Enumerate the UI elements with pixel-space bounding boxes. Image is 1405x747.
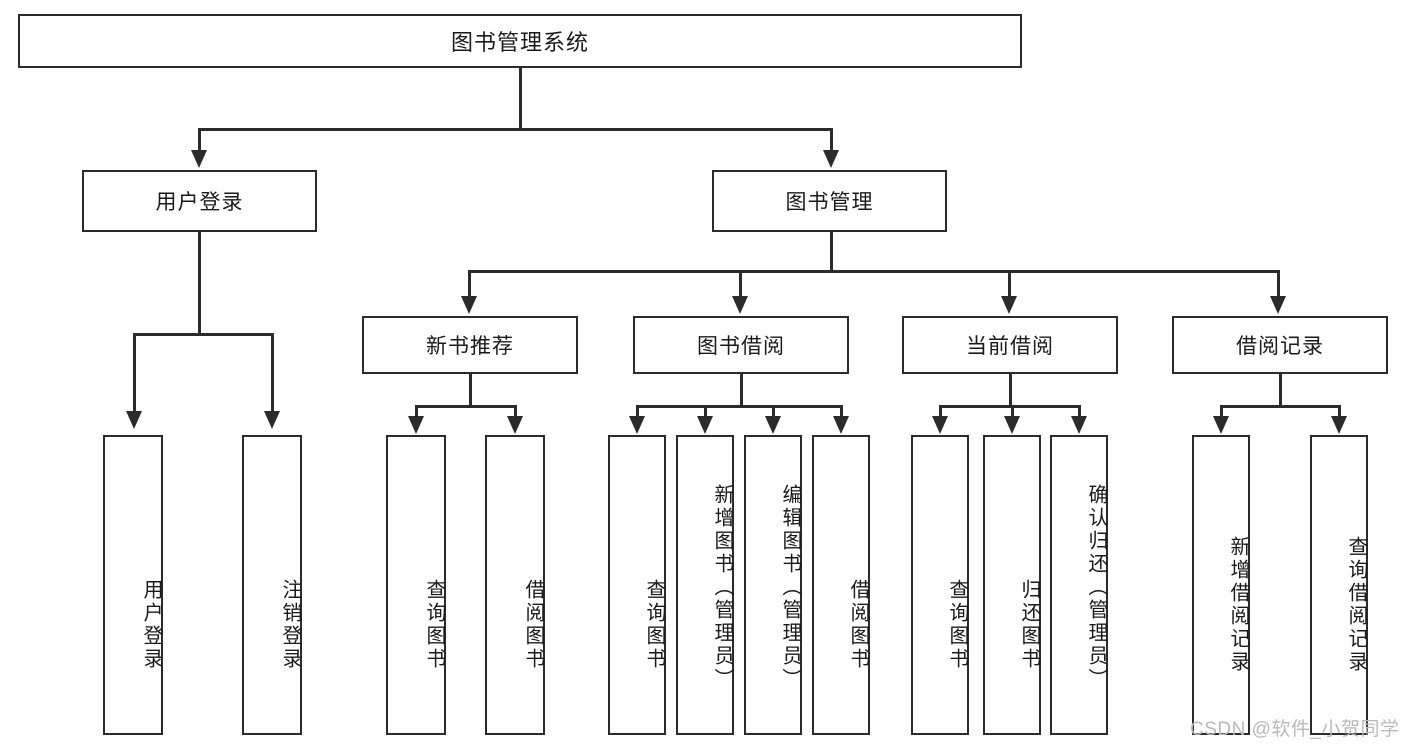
edge-records-bus bbox=[1220, 405, 1340, 408]
node-book-management[interactable]: 图书管理 bbox=[712, 170, 947, 232]
edge-current-to-leaf-2 bbox=[1011, 405, 1014, 418]
edge-root-stem bbox=[519, 68, 522, 130]
leaf-label: 查询图书 bbox=[423, 579, 445, 671]
edge-current-to-leaf-3 bbox=[1078, 405, 1081, 418]
arrow-records-to-leaf-1 bbox=[1213, 416, 1229, 434]
arrow-user-login-to-leaf-2 bbox=[264, 411, 280, 429]
edge-borrow-to-leaf-2 bbox=[704, 405, 707, 418]
arrow-new-book-to-leaf-2 bbox=[507, 416, 523, 434]
edge-root-to-book-mgmt bbox=[830, 128, 833, 152]
leaf-logout-login[interactable]: 注销登录 bbox=[242, 435, 302, 735]
leaf-label: 用户登录 bbox=[140, 579, 162, 671]
edge-book-mgmt-bus bbox=[468, 270, 1279, 273]
edge-root-to-user-login bbox=[198, 128, 201, 152]
edge-current-stem bbox=[1009, 374, 1012, 407]
leaf-search-book-current[interactable]: 查询图书 bbox=[911, 435, 969, 735]
arrow-book-mgmt-to-new-book bbox=[461, 296, 477, 314]
leaf-label: 查询借阅记录 bbox=[1345, 536, 1367, 674]
leaf-search-borrow-record[interactable]: 查询借阅记录 bbox=[1310, 435, 1368, 735]
edge-user-login-to-leaf-1 bbox=[133, 333, 136, 413]
leaf-label: 注销登录 bbox=[279, 579, 301, 671]
arrow-records-to-leaf-2 bbox=[1331, 416, 1347, 434]
csdn-watermark: CSDN @软件_小贺同学 bbox=[1190, 719, 1400, 740]
edge-book-mgmt-to-new-book bbox=[468, 270, 471, 298]
edge-borrow-to-leaf-1 bbox=[636, 405, 639, 418]
edge-records-stem bbox=[1279, 374, 1282, 407]
leaf-label: 确认归还（管理员） bbox=[1085, 483, 1107, 691]
leaf-add-book-admin[interactable]: 新增图书（管理员） bbox=[676, 435, 734, 735]
arrow-root-to-book-mgmt bbox=[823, 150, 839, 168]
edge-borrow-bus bbox=[636, 405, 843, 408]
leaf-borrow-book-new[interactable]: 借阅图书 bbox=[485, 435, 545, 735]
leaf-user-login[interactable]: 用户登录 bbox=[103, 435, 163, 735]
leaf-borrow-book[interactable]: 借阅图书 bbox=[812, 435, 870, 735]
leaf-add-borrow-record[interactable]: 新增借阅记录 bbox=[1192, 435, 1250, 735]
leaf-label: 借阅图书 bbox=[522, 579, 544, 671]
arrow-borrow-to-leaf-2 bbox=[697, 416, 713, 434]
edge-new-book-bus bbox=[415, 405, 517, 408]
arrow-book-mgmt-to-records bbox=[1270, 296, 1286, 314]
leaf-label: 新增图书（管理员） bbox=[711, 483, 733, 691]
arrow-book-mgmt-to-current bbox=[1001, 296, 1017, 314]
arrow-borrow-to-leaf-1 bbox=[629, 416, 645, 434]
arrow-user-login-to-leaf-1 bbox=[126, 411, 142, 429]
edge-new-book-stem bbox=[469, 374, 472, 407]
edge-book-mgmt-to-current bbox=[1008, 270, 1011, 298]
node-user-login[interactable]: 用户登录 bbox=[82, 170, 317, 232]
arrow-root-to-user-login bbox=[191, 150, 207, 168]
leaf-label: 借阅图书 bbox=[847, 579, 869, 671]
leaf-label: 归还图书 bbox=[1018, 579, 1040, 671]
arrow-book-mgmt-to-borrow bbox=[732, 296, 748, 314]
node-borrow-records[interactable]: 借阅记录 bbox=[1172, 316, 1388, 374]
edge-borrow-stem bbox=[740, 374, 743, 407]
arrow-borrow-to-leaf-4 bbox=[833, 416, 849, 434]
edge-borrow-to-leaf-3 bbox=[772, 405, 775, 418]
edge-book-mgmt-to-records bbox=[1277, 270, 1280, 298]
leaf-label: 新增借阅记录 bbox=[1227, 536, 1249, 674]
edge-root-bus bbox=[198, 128, 832, 131]
edge-new-book-to-leaf-2 bbox=[514, 405, 517, 418]
leaf-search-book-borrow[interactable]: 查询图书 bbox=[608, 435, 666, 735]
edge-user-login-bus bbox=[133, 333, 273, 336]
edge-current-to-leaf-1 bbox=[939, 405, 942, 418]
node-book-borrow[interactable]: 图书借阅 bbox=[633, 316, 849, 374]
edge-user-login-stem bbox=[198, 232, 201, 335]
leaf-label: 编辑图书（管理员） bbox=[779, 483, 801, 691]
edge-book-mgmt-stem bbox=[830, 232, 833, 272]
arrow-current-to-leaf-1 bbox=[932, 416, 948, 434]
node-current-borrow[interactable]: 当前借阅 bbox=[902, 316, 1118, 374]
arrow-new-book-to-leaf-1 bbox=[408, 416, 424, 434]
node-root-system[interactable]: 图书管理系统 bbox=[18, 14, 1022, 68]
leaf-label: 查询图书 bbox=[946, 579, 968, 671]
edge-borrow-to-leaf-4 bbox=[840, 405, 843, 418]
arrow-current-to-leaf-2 bbox=[1004, 416, 1020, 434]
edge-user-login-to-leaf-2 bbox=[271, 333, 274, 413]
edge-book-mgmt-to-borrow bbox=[739, 270, 742, 298]
node-new-book-recommend[interactable]: 新书推荐 bbox=[362, 316, 578, 374]
leaf-return-book[interactable]: 归还图书 bbox=[983, 435, 1041, 735]
leaf-edit-book-admin[interactable]: 编辑图书（管理员） bbox=[744, 435, 802, 735]
arrow-borrow-to-leaf-3 bbox=[765, 416, 781, 434]
edge-records-to-leaf-1 bbox=[1220, 405, 1223, 418]
edge-records-to-leaf-2 bbox=[1338, 405, 1341, 418]
leaf-confirm-return-admin[interactable]: 确认归还（管理员） bbox=[1050, 435, 1108, 735]
leaf-search-book-new[interactable]: 查询图书 bbox=[386, 435, 446, 735]
edge-current-bus bbox=[939, 405, 1080, 408]
leaf-label: 查询图书 bbox=[643, 579, 665, 671]
arrow-current-to-leaf-3 bbox=[1071, 416, 1087, 434]
edge-new-book-to-leaf-1 bbox=[415, 405, 418, 418]
